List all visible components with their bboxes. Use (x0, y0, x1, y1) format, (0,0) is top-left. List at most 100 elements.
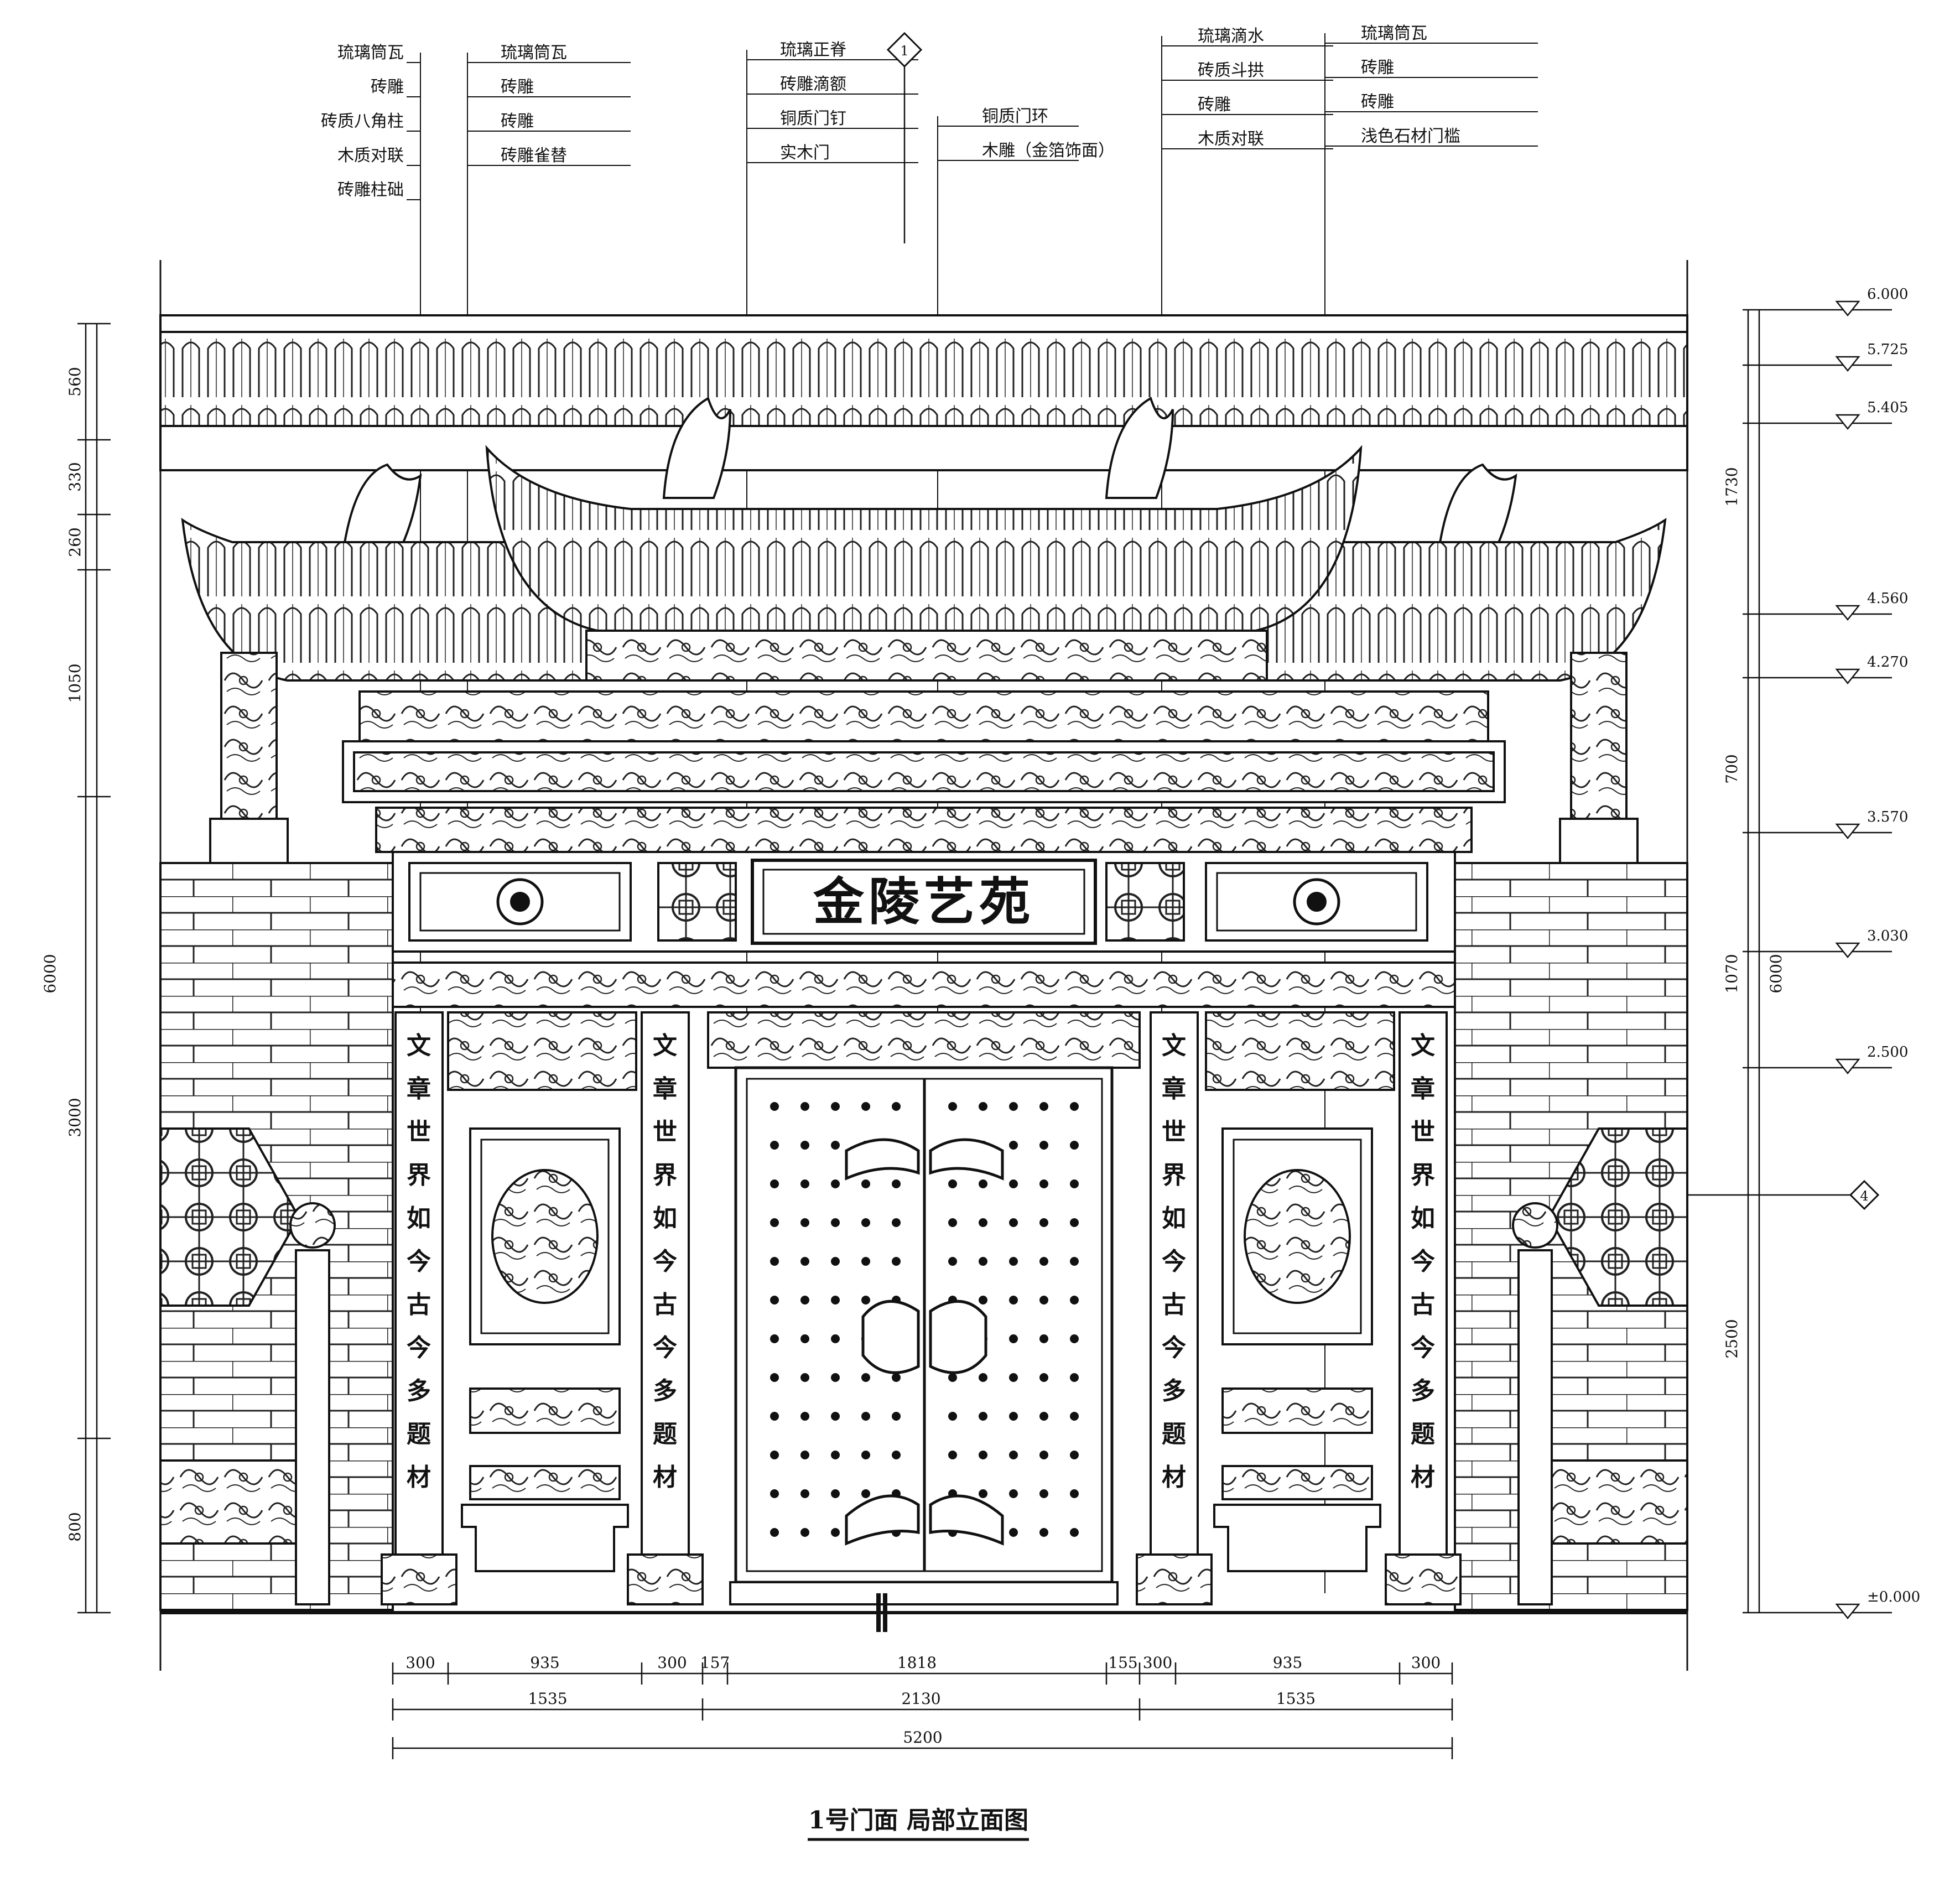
elevation-value: 6.000 (1867, 286, 1908, 303)
door-stud (770, 1102, 779, 1111)
label-g6-3: 浅色石材门槛 (1361, 127, 1460, 146)
door-stud (770, 1334, 779, 1343)
couplet-char: 如 (653, 1204, 677, 1233)
door-stud (892, 1373, 901, 1382)
door-stud (979, 1412, 987, 1421)
section-mark-top-text: 1 (900, 43, 908, 59)
dimension-lines (77, 300, 1892, 1759)
door-stud (831, 1528, 840, 1537)
door-stud (831, 1412, 840, 1421)
couplet-char: 古 (653, 1291, 677, 1319)
left-bay-small-panel (469, 1387, 621, 1434)
door-stud (948, 1257, 957, 1266)
elevation-value: 5.405 (1867, 399, 1908, 416)
label-g1-2: 砖质八角柱 (321, 112, 404, 131)
couplet-char: 今 (1162, 1334, 1186, 1362)
door-stud (800, 1218, 809, 1227)
lion-left (289, 1202, 336, 1249)
bottom-dim-row1: 155 (1108, 1654, 1137, 1672)
elevation-value: 2.500 (1867, 1044, 1908, 1061)
couplet-char: 界 (653, 1161, 677, 1189)
door-stud (1039, 1141, 1048, 1150)
door-stud (1039, 1218, 1048, 1227)
couplet-char: 题 (1162, 1420, 1186, 1448)
couplet-char: 多 (1162, 1377, 1186, 1405)
door-stud (800, 1141, 809, 1150)
brick-band-right (1548, 1459, 1688, 1545)
door-stud (948, 1412, 957, 1421)
door-stud (861, 1218, 870, 1227)
carved-frieze-top (358, 690, 1489, 742)
pillar-4 (1398, 1011, 1448, 1561)
couplet-char: 今 (653, 1334, 677, 1362)
door-stud (800, 1296, 809, 1304)
left-bay-lintel (447, 1011, 637, 1091)
label-g1-3: 木质对联 (337, 146, 404, 165)
dimension-text: 5603302601050600030008006.0005.7255.4054… (41, 286, 1920, 1747)
couplet-char: 古 (407, 1291, 431, 1319)
door-stud (800, 1102, 809, 1111)
door-stud (1009, 1257, 1018, 1266)
door-threshold (729, 1581, 1119, 1605)
door-stud (800, 1451, 809, 1459)
couplet-char: 古 (1162, 1291, 1186, 1319)
door-stud (770, 1257, 779, 1266)
bottom-dim-row1: 300 (1143, 1654, 1172, 1672)
door-stud (831, 1451, 840, 1459)
elevation-value: 4.270 (1867, 654, 1908, 671)
couplet-char: 世 (407, 1118, 431, 1146)
label-g5-0: 琉璃滴水 (1198, 27, 1264, 46)
bottom-dim-row1: 935 (1273, 1654, 1302, 1672)
door-stud (979, 1373, 987, 1382)
elevation-marker (1835, 668, 1860, 685)
door-stud (800, 1257, 809, 1266)
door-stud (1009, 1141, 1018, 1150)
couplet-char: 章 (653, 1075, 677, 1103)
lattice-window-right (1547, 1127, 1688, 1307)
door-stud (831, 1373, 840, 1382)
couplet-char: 题 (1411, 1420, 1435, 1448)
label-g1-0: 琉璃筒瓦 (337, 43, 404, 63)
label-g2-0: 琉璃筒瓦 (501, 43, 567, 63)
door-stud (1039, 1334, 1048, 1343)
door-stud (1009, 1334, 1018, 1343)
bottom-dim-row2: 1535 (1276, 1690, 1316, 1708)
right-dim-value: 6000 (1767, 954, 1785, 993)
door-stud (831, 1296, 840, 1304)
door-stud (831, 1179, 840, 1188)
left-bay-low-panel (469, 1465, 621, 1500)
door-stud (770, 1179, 779, 1188)
elevation-marker (1835, 605, 1860, 621)
elevation-marker (1835, 823, 1860, 840)
left-dim-value: 260 (66, 527, 84, 557)
center-eave-bracket (585, 630, 1268, 682)
door-stud (1039, 1412, 1048, 1421)
couplet-char: 材 (1411, 1463, 1435, 1491)
elevation-marker (1835, 1058, 1860, 1075)
label-g6-2: 砖雕 (1361, 92, 1394, 112)
door-stud (861, 1102, 870, 1111)
label-g3-2: 铜质门钉 (780, 109, 846, 128)
couplet-char: 文 (1411, 1032, 1435, 1060)
door-stud (1070, 1141, 1079, 1150)
door-stud (831, 1257, 840, 1266)
door-stud (1039, 1296, 1048, 1304)
couplet-char: 材 (1162, 1463, 1186, 1491)
elevation-marker (1835, 300, 1860, 317)
door-stud (861, 1412, 870, 1421)
door-stud (831, 1334, 840, 1343)
bottom-dim-row1: 1818 (897, 1654, 937, 1672)
door-stud (861, 1373, 870, 1382)
door-stud (1070, 1451, 1079, 1459)
couplet-char: 古 (1411, 1291, 1435, 1319)
couplet-char: 世 (1162, 1118, 1186, 1146)
door-stud (1009, 1489, 1018, 1498)
door-stud (800, 1412, 809, 1421)
door-stud (1039, 1489, 1048, 1498)
couplet-char: 今 (653, 1248, 677, 1276)
pillar-base-3 (1136, 1553, 1213, 1605)
gate-facade (159, 260, 1688, 1671)
right-dim-value: 2500 (1723, 1319, 1741, 1358)
left-dim-value: 560 (66, 367, 84, 396)
